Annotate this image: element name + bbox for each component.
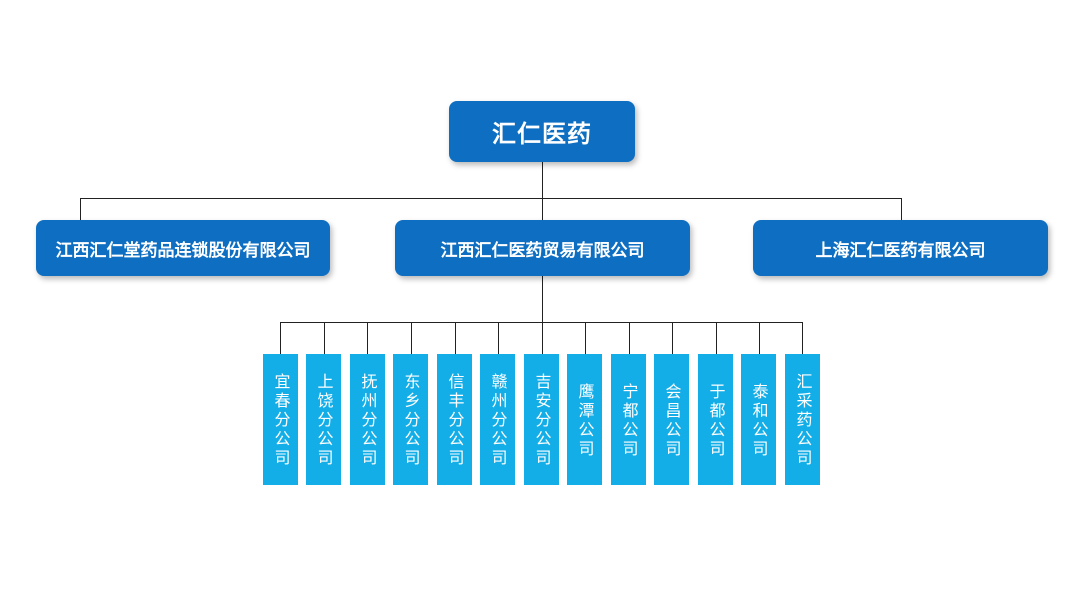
subsidiary-node-label: 江西汇仁医药贸易有限公司 (440, 240, 645, 261)
branch-node-label: 上饶分公司 (314, 373, 334, 468)
branch-node-label: 于都公司 (706, 382, 726, 459)
subsidiary-node-label: 江西汇仁堂药品连锁股份有限公司 (55, 240, 311, 261)
subsidiary-node-jiangxi-huirentang[interactable]: 江西汇仁堂药品连锁股份有限公司 (36, 220, 330, 276)
branch-node-10[interactable]: 于都公司 (698, 354, 733, 485)
branch-node-2[interactable]: 抚州分公司 (350, 354, 385, 485)
branch-node-5[interactable]: 赣州分公司 (480, 354, 515, 485)
branch-node-9[interactable]: 会昌公司 (654, 354, 689, 485)
branch-node-label: 赣州分公司 (488, 373, 508, 468)
branch-node-label: 泰和公司 (749, 382, 769, 459)
branch-node-8[interactable]: 宁都公司 (611, 354, 646, 485)
branch-node-label: 抚州分公司 (358, 373, 378, 468)
branch-node-label: 宁都公司 (619, 382, 639, 459)
subsidiary-node-shanghai[interactable]: 上海汇仁医药有限公司 (753, 220, 1048, 276)
branch-node-label: 吉安分公司 (532, 373, 552, 468)
branch-node-3[interactable]: 东乡分公司 (393, 354, 428, 485)
branch-node-12[interactable]: 汇采药公司 (785, 354, 820, 485)
branch-node-1[interactable]: 上饶分公司 (306, 354, 341, 485)
branch-node-label: 东乡分公司 (401, 373, 421, 468)
branch-node-label: 信丰分公司 (445, 373, 465, 468)
root-node[interactable]: 汇仁医药 (449, 101, 635, 162)
branch-node-0[interactable]: 宜春分公司 (263, 354, 298, 485)
branch-node-6[interactable]: 吉安分公司 (524, 354, 559, 485)
branch-node-label: 宜春分公司 (271, 373, 291, 468)
branch-node-4[interactable]: 信丰分公司 (437, 354, 472, 485)
root-node-label: 汇仁医药 (492, 120, 592, 148)
branch-node-label: 汇采药公司 (793, 373, 813, 468)
branch-node-label: 会昌公司 (662, 382, 682, 459)
subsidiary-node-jiangxi-trade[interactable]: 江西汇仁医药贸易有限公司 (395, 220, 690, 276)
branch-node-11[interactable]: 泰和公司 (741, 354, 776, 485)
subsidiary-node-label: 上海汇仁医药有限公司 (815, 240, 986, 261)
branch-node-label: 鹰潭公司 (575, 382, 595, 459)
branch-node-7[interactable]: 鹰潭公司 (567, 354, 602, 485)
